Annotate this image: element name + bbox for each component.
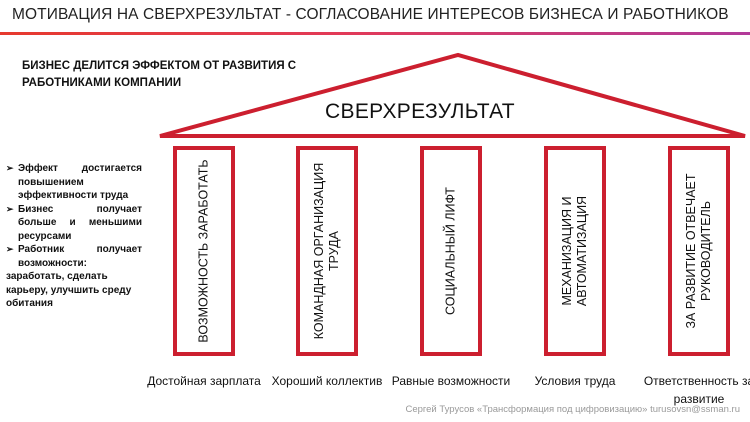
roof-label: СВЕРХРЕЗУЛЬТАТ: [325, 100, 515, 123]
pillar-manager-responsibility: ЗА РАЗВИТИЕ ОТВЕЧАЕТ РУКОВОДИТЕЛЬ: [668, 146, 730, 356]
pillar-team-organization: КОМАНДНАЯ ОРГАНИЗАЦИЯ ТРУДА: [296, 146, 358, 356]
pillar-label: КОМАНДНАЯ ОРГАНИЗАЦИЯ ТРУДА: [312, 162, 341, 340]
roof-triangle: [159, 52, 746, 138]
bullet-text: Работник получает возможности:: [18, 244, 142, 269]
pillar-social-lift: СОЦИАЛЬНЫЙ ЛИФТ: [420, 146, 482, 356]
pillar-earnings: ВОЗМОЖНОСТЬ ЗАРАБОТАТЬ: [173, 146, 235, 356]
slide-title: МОТИВАЦИЯ НА СВЕРХРЕЗУЛЬТАТ - СОГЛАСОВАН…: [12, 6, 729, 23]
title-underline: [0, 32, 750, 35]
pillar-caption: Условия труда: [534, 374, 616, 388]
pillar-caption: Достойная зарплата: [147, 374, 261, 388]
list-item: ➢ Эффект достигается повышением эффектив…: [6, 162, 142, 203]
footer-credit: Сергей Турусов «Трансформация под цифров…: [405, 404, 740, 415]
pillar-caption: Ответственность за развитие: [643, 374, 750, 406]
pillar-label: ЗА РАЗВИТИЕ ОТВЕЧАЕТ РУКОВОДИТЕЛЬ: [684, 173, 713, 329]
pillar-caption: Хороший коллектив: [271, 374, 383, 388]
bullet-continuation: заработать, сделать карьеру, улучшить ср…: [6, 271, 132, 309]
pillar-label: ВОЗМОЖНОСТЬ ЗАРАБОТАТЬ: [196, 159, 211, 343]
arrow-bullet-icon: ➢: [6, 163, 14, 173]
arrow-bullet-icon: ➢: [6, 244, 14, 254]
pillar-automation: МЕХАНИЗАЦИЯ И АВТОМАТИЗАЦИЯ: [544, 146, 606, 356]
list-item: ➢ Работник получает возможности:: [6, 243, 142, 270]
pillar-caption: Равные возможности: [391, 374, 511, 388]
pillar-label: СОЦИАЛЬНЫЙ ЛИФТ: [443, 187, 458, 315]
bullet-list: ➢ Эффект достигается повышением эффектив…: [6, 162, 142, 311]
subtitle: БИЗНЕС ДЕЛИТСЯ ЭФФЕКТОМ ОТ РАЗВИТИЯ С РА…: [22, 60, 297, 89]
list-item: ➢ Бизнес получает больше и меньшими ресу…: [6, 203, 142, 244]
bullet-text: Эффект достигается повышением эффективно…: [18, 163, 142, 201]
bullet-text: Бизнес получает больше и меньшими ресурс…: [18, 203, 142, 242]
pillar-label: МЕХАНИЗАЦИЯ И АВТОМАТИЗАЦИЯ: [560, 195, 589, 307]
arrow-bullet-icon: ➢: [6, 203, 14, 214]
